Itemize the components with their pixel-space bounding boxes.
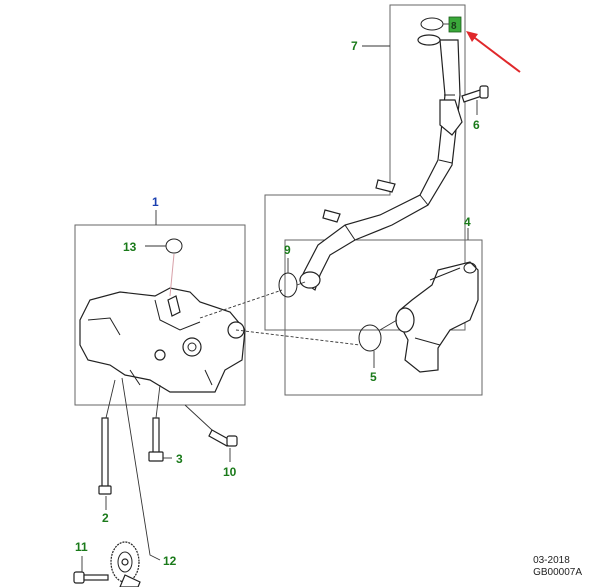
callout-2: 2 <box>102 511 109 525</box>
bolt-6 <box>461 85 489 103</box>
bolt-2 <box>98 417 112 495</box>
callout-5: 5 <box>370 370 377 384</box>
pump-to-o-ring-13-pink <box>169 253 175 297</box>
assembly-box-7 <box>264 4 466 331</box>
oil-pump-elbow-housing <box>395 261 479 373</box>
callout-4: 4 <box>464 215 471 229</box>
red-pointer-arrow <box>466 31 521 73</box>
o-ring-5 <box>358 324 382 352</box>
bolt-3 <box>148 417 164 462</box>
bolt-10 <box>208 429 238 447</box>
callout-3: 3 <box>176 452 183 466</box>
bolt-11 <box>73 571 109 584</box>
oil-pump-body <box>79 287 246 393</box>
drawing-stamp: 03-2018 GB00007A <box>533 555 582 579</box>
drawing-date: 03-2018 <box>533 555 570 566</box>
callout-12: 12 <box>163 554 177 568</box>
callout-9: 9 <box>284 243 291 257</box>
callout-11: 11 <box>75 540 88 554</box>
drawing-code: GB00007A <box>533 567 582 578</box>
callout-8-highlight <box>448 16 462 33</box>
callout-1: 1 <box>152 195 159 209</box>
callout-8: 8 <box>451 21 457 32</box>
callout-10: 10 <box>223 465 237 479</box>
assembly-box-4 <box>284 239 483 396</box>
assembly-box-1 <box>74 224 246 406</box>
o-ring-13 <box>165 238 183 254</box>
callout-13: 13 <box>123 240 137 254</box>
o-ring-8 <box>420 17 444 31</box>
o-ring-9 <box>278 272 298 298</box>
callout-6: 6 <box>473 118 480 132</box>
callout-7: 7 <box>351 39 358 53</box>
drive-sprocket-12 <box>110 541 141 587</box>
oil-filler-tube <box>299 34 463 291</box>
